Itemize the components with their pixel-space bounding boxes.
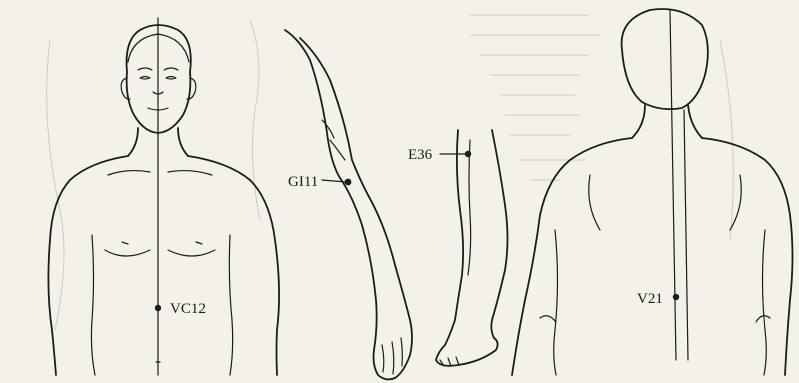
- front-figure: VC12: [48, 18, 279, 375]
- back-torso: [512, 138, 632, 375]
- vc12-point-marker: [155, 305, 161, 311]
- vc12-label: VC12: [170, 301, 206, 317]
- v21-label: V21: [637, 291, 663, 307]
- leg-outline-back: [491, 130, 507, 338]
- back-figure: V21: [512, 9, 793, 375]
- e36-label: E36: [408, 147, 433, 163]
- arm-figure: GI11: [285, 30, 412, 379]
- back-spine-line: [670, 10, 676, 360]
- gi11-label: GI11: [288, 174, 318, 190]
- leg-outline-front: [445, 130, 463, 345]
- gi11-point-marker: [345, 179, 352, 186]
- front-head: [127, 25, 191, 133]
- v21-point-marker: [673, 294, 679, 300]
- leg-figure: E36: [408, 130, 508, 366]
- arm-outline-outer: [285, 30, 377, 350]
- front-torso: [48, 156, 128, 375]
- foot: [436, 338, 498, 366]
- e36-point-marker: [465, 151, 471, 157]
- back-head: [622, 9, 708, 109]
